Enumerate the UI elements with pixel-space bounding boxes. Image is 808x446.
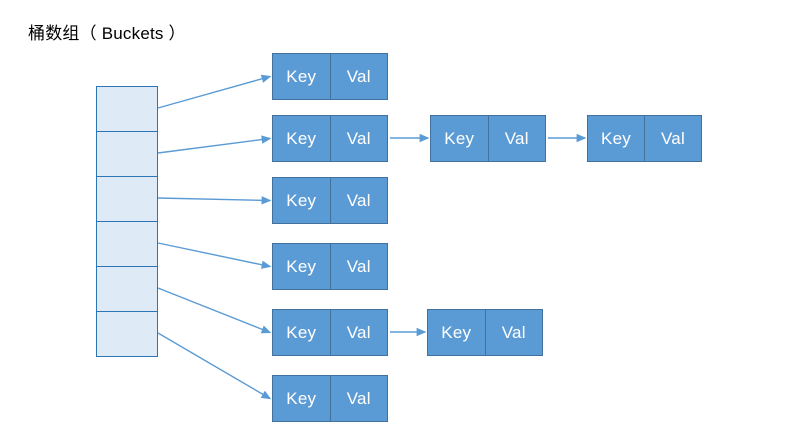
bucket-cell-5[interactable] bbox=[96, 311, 158, 357]
entry-node-key-label: Key bbox=[273, 376, 331, 421]
bucket-cell-0[interactable] bbox=[96, 86, 158, 132]
entry-node-b1-n2[interactable]: Key Val bbox=[587, 115, 702, 162]
entry-node-b2-n0[interactable]: Key Val bbox=[272, 177, 388, 224]
bucket-arrow-5 bbox=[157, 332, 272, 400]
bucket-arrow-3 bbox=[157, 242, 272, 269]
entry-node-val-label: Val bbox=[346, 257, 371, 276]
entry-node-val-label: Val bbox=[501, 323, 526, 342]
entry-node-key-label: Key bbox=[588, 116, 645, 161]
entry-node-key-label: Key bbox=[428, 310, 486, 355]
entry-node-key-label: Key bbox=[273, 178, 331, 223]
entry-node-b1-n0[interactable]: Key Val bbox=[272, 115, 388, 162]
entry-node-val-label: Val bbox=[346, 129, 371, 148]
entry-node-val-label: Val bbox=[346, 191, 371, 210]
entry-node-val-label: Val bbox=[346, 67, 371, 86]
bucket-cell-1[interactable] bbox=[96, 131, 158, 177]
entry-node-b4-n1[interactable]: Key Val bbox=[427, 309, 543, 356]
entry-node-key-label: Key bbox=[273, 116, 331, 161]
bucket-arrow-4 bbox=[157, 287, 272, 334]
entry-node-val-label: Val bbox=[661, 129, 685, 148]
entry-node-key-label: Key bbox=[273, 54, 331, 99]
node-to-node-arrows bbox=[390, 133, 587, 337]
diagram-title: 桶数组（ Buckets ） bbox=[28, 24, 186, 43]
entry-node-val-label: Val bbox=[346, 323, 371, 342]
bucket-to-node-arrows bbox=[157, 74, 272, 400]
entry-node-b1-n1[interactable]: Key Val bbox=[430, 115, 546, 162]
bucket-arrow-0 bbox=[157, 74, 272, 109]
bucket-cell-2[interactable] bbox=[96, 176, 158, 222]
bucket-cell-3[interactable] bbox=[96, 221, 158, 267]
entry-node-val-label: Val bbox=[504, 129, 529, 148]
bucket-arrow-1 bbox=[157, 135, 272, 154]
bucket-cell-4[interactable] bbox=[96, 266, 158, 312]
entry-node-b5-n0[interactable]: Key Val bbox=[272, 375, 388, 422]
entry-node-key-label: Key bbox=[431, 116, 489, 161]
entry-node-b0-n0[interactable]: Key Val bbox=[272, 53, 388, 100]
entry-node-b4-n0[interactable]: Key Val bbox=[272, 309, 388, 356]
bucket-arrow-2 bbox=[157, 196, 272, 205]
entry-node-key-label: Key bbox=[273, 310, 331, 355]
entry-node-b3-n0[interactable]: Key Val bbox=[272, 243, 388, 290]
entry-node-val-label: Val bbox=[346, 389, 371, 408]
entry-node-key-label: Key bbox=[273, 244, 331, 289]
